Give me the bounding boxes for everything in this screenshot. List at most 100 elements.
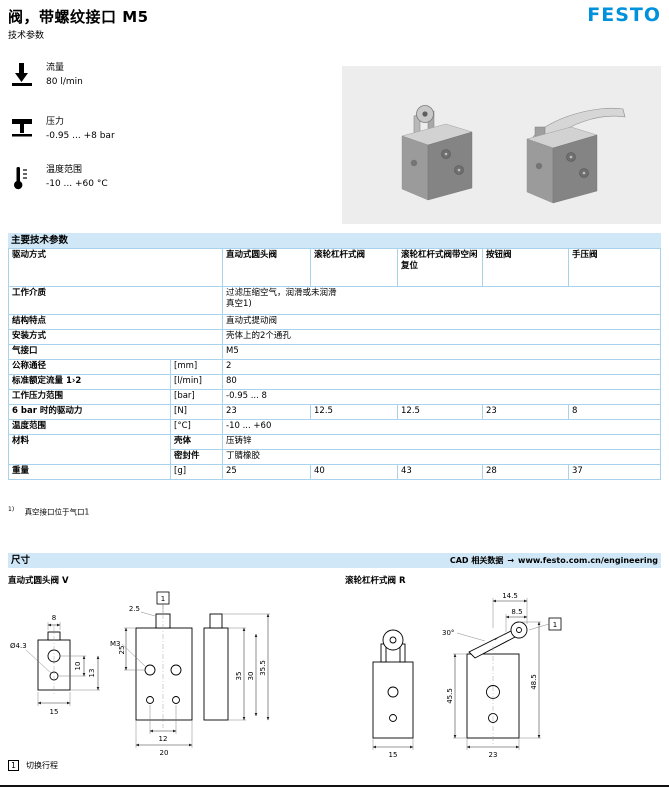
callout-1-right: 1 — [528, 617, 562, 631]
cell-temp-label: 温度范围 — [8, 419, 171, 435]
cad-url-link[interactable]: www.festo.com.cn/engineering — [518, 556, 658, 565]
dimensions-footnote-text: 切换行程 — [26, 761, 58, 770]
dimensions-footnote: 1 切换行程 — [8, 760, 58, 771]
right-drawing-front-view — [372, 629, 414, 739]
drawing-roller-lever-valve: 1 14.5 8.5 30° 45.5 48.5 15 23 — [372, 592, 562, 759]
right-drawing-dimensions — [372, 598, 541, 750]
dim-label: 30° — [442, 629, 454, 637]
left-drawing-front-view — [135, 613, 229, 721]
table-band: 主要技术参数 — [8, 233, 661, 248]
cell-medium-value: 过滤压缩空气，润滑或未润滑 真空1) — [222, 286, 661, 315]
cell-flow-value: 80 — [222, 374, 661, 390]
table-row-nominal-width: 公称通径 [mm] 2 — [8, 359, 661, 375]
dimensions-band-title: 尺寸 — [11, 555, 31, 566]
medium-line1: 过滤压缩空气，润滑或未润滑 — [226, 288, 337, 298]
cell-pressure-label: 工作压力范围 — [8, 389, 171, 405]
footnote-text: 真空接口位于气口1 — [24, 507, 90, 517]
cad-data-line: CAD 相关数据 → www.festo.com.cn/engineering — [450, 553, 658, 568]
cell-port-value: M5 — [222, 344, 661, 360]
cell-weight-v0: 25 — [222, 464, 312, 480]
dim-label: 35 — [235, 672, 243, 681]
right-drawing-side-view — [466, 621, 528, 739]
main-params-table: 驱动方式 直动式圆头阀 滚轮杠杆式阀 滚轮杠杆式阀带空闲复位 按钮阀 手压阀 工… — [7, 248, 661, 480]
cell-force-v1: 12.5 — [310, 404, 399, 420]
cell-housing-label: 壳体 — [169, 434, 224, 450]
table-row-material-housing: 材料 壳体 压铸锌 — [8, 434, 661, 465]
cell-mounting-label: 安装方式 — [7, 329, 224, 345]
cell-seal-label: 密封件 — [169, 449, 224, 465]
dim-label: 48.5 — [530, 674, 538, 690]
dim-label: 8.5 — [511, 608, 522, 616]
cell-weight-v2: 43 — [397, 464, 484, 480]
cell-weight-unit: [g] — [169, 464, 224, 480]
cell-weight-v3: 28 — [482, 464, 570, 480]
cell-flow-unit: [l/min] — [169, 374, 224, 390]
table-row-temp-range: 温度范围 [°C] -10 ... +60 — [8, 419, 661, 435]
cell-seal-value: 丁腈橡胶 — [222, 449, 661, 465]
page-subtitle: 技术参数 — [8, 31, 45, 41]
table-footnote: 1) 真空接口位于气口1 — [8, 506, 89, 518]
cell-force-v3: 23 — [482, 404, 570, 420]
cell-nominal-value: 2 — [222, 359, 661, 375]
cell-col-roller-idle: 滚轮杠杆式阀带空闲复位 — [397, 248, 484, 287]
dim-label: 20 — [160, 749, 169, 757]
cell-col-hand-lever: 手压阀 — [568, 248, 661, 287]
table-row-flow-rate: 标准额定流量 1›2 [l/min] 80 — [8, 374, 661, 390]
arrow-right-icon: → — [507, 556, 515, 565]
dim-label: M3 — [110, 640, 121, 648]
pressure-label: 压力 — [46, 117, 65, 127]
cell-nominal-label: 公称通径 — [8, 359, 171, 375]
flow-label: 流量 — [46, 63, 65, 73]
cell-weight-v4: 37 — [568, 464, 661, 480]
cell-col-roller-lever: 滚轮杠杆式阀 — [310, 248, 399, 287]
table-row-port: 气接口 M5 — [7, 344, 661, 360]
cad-label: CAD 相关数据 — [449, 556, 504, 565]
dim-label: 12 — [159, 735, 168, 743]
footnote-callout-box: 1 — [8, 760, 19, 771]
temperature-label: 温度范围 — [46, 165, 83, 175]
cell-weight-v1: 40 — [310, 464, 399, 480]
pressure-icon — [12, 119, 32, 137]
dim-label: 2.5 — [129, 605, 140, 613]
dim-label: 45.5 — [446, 688, 454, 704]
callout-label: 1 — [161, 595, 165, 603]
page-title: 阀，带螺纹接口 M5 — [8, 8, 149, 26]
table-row-actuating-force: 6 bar 时的驱动力 [N] 23 12.5 12.5 23 8 — [8, 404, 661, 420]
right-view-label: 滚轮杠杆式阀 R — [345, 576, 406, 586]
flow-value: 80 l/min — [46, 76, 83, 87]
bottom-rule — [0, 785, 669, 787]
callout-label: 1 — [553, 621, 557, 629]
cell-mounting-value: 壳体上的2个通孔 — [222, 329, 661, 345]
flow-icon — [12, 63, 32, 86]
cell-force-v0: 23 — [222, 404, 312, 420]
product-photos — [401, 105, 626, 204]
festo-logo: FESTO — [587, 4, 661, 26]
table-row-design: 结构特点 直动式提动阀 — [7, 314, 661, 330]
cell-flow-label: 标准额定流量 1›2 — [8, 374, 171, 390]
cell-pressure-value: -0.95 ... 8 — [222, 389, 661, 405]
table-row-weight: 重量 [g] 25 40 43 28 37 — [8, 464, 661, 480]
callout-1-left: 1 — [156, 591, 170, 613]
cell-temp-value: -10 ... +60 — [222, 419, 661, 435]
cell-nominal-unit: [mm] — [169, 359, 224, 375]
cell-col-pushbutton: 按钮阀 — [482, 248, 570, 287]
table-row-pressure-range: 工作压力范围 [bar] -0.95 ... 8 — [8, 389, 661, 405]
cell-force-unit: [N] — [169, 404, 224, 420]
temperature-icon — [14, 167, 27, 190]
cell-force-v2: 12.5 — [397, 404, 484, 420]
cell-drive-label: 驱动方式 — [7, 248, 224, 287]
table-row-material-seal: 密封件 丁腈橡胶 — [9, 449, 661, 465]
left-drawing-dimensions — [25, 611, 270, 748]
dim-label: 13 — [88, 669, 96, 678]
spec-flow: 流量 80 l/min — [10, 62, 83, 89]
table-row-medium: 工作介质 过滤压缩空气，润滑或未润滑 真空1) — [7, 286, 661, 315]
dim-label: 14.5 — [502, 592, 518, 600]
valve-roller-illustration — [401, 105, 473, 201]
spec-temperature: 温度范围 -10 ... +60 °C — [10, 164, 108, 191]
cell-force-label: 6 bar 时的驱动力 — [8, 404, 171, 420]
dim-label: 15 — [389, 751, 398, 759]
table-band-title: 主要技术参数 — [11, 235, 69, 246]
spec-pressure: 压力 -0.95 ... +8 bar — [10, 116, 115, 143]
cell-design-value: 直动式提动阀 — [222, 314, 661, 330]
